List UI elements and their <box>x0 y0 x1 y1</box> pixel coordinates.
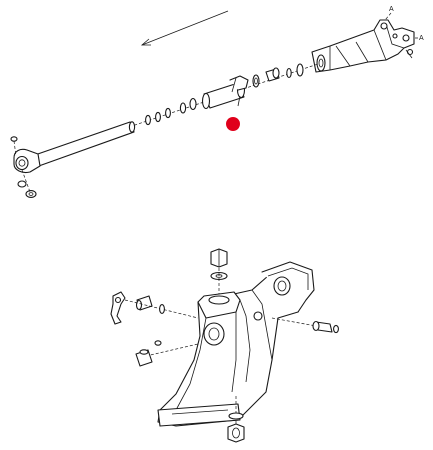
washer-upper-1 <box>296 63 304 77</box>
direction-arrow <box>140 10 229 46</box>
svg-text:A: A <box>389 6 394 13</box>
callout-a-top: A <box>379 6 394 27</box>
small-fitting <box>154 340 162 346</box>
top-nut <box>210 248 228 268</box>
ring-2 <box>179 102 187 114</box>
ring-3 <box>165 107 171 119</box>
ring-5 <box>145 114 151 126</box>
right-connector <box>312 320 339 334</box>
ring-4 <box>155 111 161 123</box>
red-marker-dot <box>226 117 240 131</box>
washer-upper-2 <box>286 67 292 79</box>
bottom-washer <box>228 412 244 420</box>
svg-text:A: A <box>419 35 424 42</box>
rod-end-eye <box>13 148 41 174</box>
left-washer <box>159 304 165 314</box>
bleed-valve <box>110 291 126 325</box>
bushing-upper <box>265 67 280 82</box>
bottom-nut <box>227 423 245 443</box>
rod-end-washer-1 <box>17 180 27 188</box>
shaft-rod <box>31 121 136 168</box>
sleeve-cylinder <box>201 75 249 110</box>
washer-upper-3 <box>252 74 260 88</box>
rod-end-bolt <box>10 136 18 157</box>
support-bracket <box>311 19 415 73</box>
left-connector <box>135 295 153 311</box>
rod-end-washer-2 <box>25 190 37 198</box>
lower-plug <box>135 349 153 367</box>
ring-1 <box>189 97 197 111</box>
steering-knuckle <box>157 261 315 427</box>
